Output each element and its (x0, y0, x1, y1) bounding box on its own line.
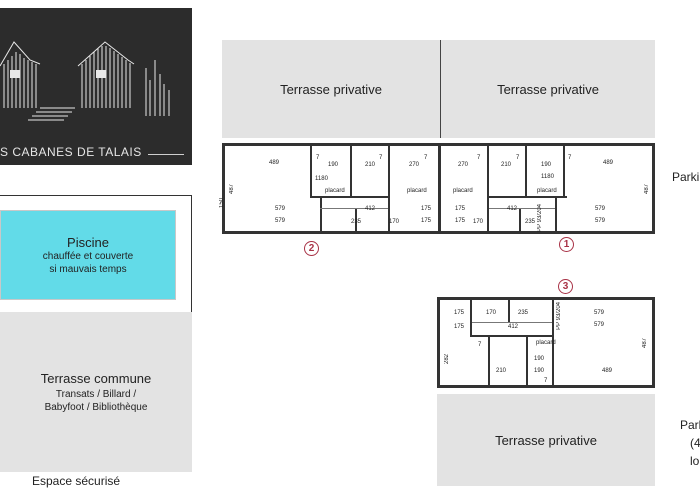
dim-label: 412 (508, 324, 519, 330)
dim-label: 579 (275, 218, 286, 224)
dim-label: 487 (644, 184, 650, 195)
dim-label: 175 (455, 218, 466, 224)
dim-label: 270 (409, 162, 420, 168)
marker-3: 3 (558, 279, 573, 294)
dim-label: 235 (518, 310, 529, 316)
dim-label: 175 (454, 310, 465, 316)
dim-label: 282 (444, 354, 450, 365)
terrace-top-left-label: Terrasse privative (280, 81, 382, 97)
dim-label: 175 (421, 206, 432, 212)
dim-label: 7 (316, 155, 320, 161)
dim-label: 150 (219, 198, 225, 209)
dim-label: 190 (328, 162, 339, 168)
dim-label: placard (407, 188, 427, 194)
dim-label: 170 (389, 219, 400, 225)
dim-label: placard (325, 188, 345, 194)
dim-label: 175 (421, 218, 432, 224)
dim-label: placard (536, 340, 556, 346)
cabins-logo-icon (0, 41, 170, 121)
secure-space-label: Espace sécurisé (32, 474, 121, 488)
pool-line-1: chauffée et couverte (42, 250, 134, 262)
common-terrace-line-1: Transats / Billard / (55, 388, 137, 400)
terrace-divider (440, 40, 441, 138)
dim-label: 7 (478, 342, 482, 348)
dim-label: 579 (275, 206, 286, 212)
dim-label: 7 (544, 378, 548, 384)
dim-label: 579 (594, 310, 605, 316)
logo-title: S CABANES DE TALAIS (0, 145, 142, 159)
dim-label: 7 (568, 155, 572, 161)
common-terrace: Terrasse commune Transats / Billard / Ba… (0, 312, 192, 472)
common-terrace-title: Terrasse commune (40, 370, 152, 386)
marker-2: 2 (304, 241, 319, 256)
dim-label: 7 (477, 155, 481, 161)
parking-label-bottom-1: Parl (680, 418, 700, 432)
dim-label: 487 (229, 184, 235, 195)
dim-label: 7 (516, 155, 520, 161)
dim-label: 412 (365, 206, 376, 212)
pool-line-2: si mauvais temps (49, 263, 127, 275)
dim-label: 579 (595, 206, 606, 212)
terrace-bottom: Terrasse privative (437, 394, 655, 486)
pool: Piscine chauffée et couverte si mauvais … (0, 210, 176, 300)
dim-label: 235 (351, 219, 362, 225)
dim-label: 170 (486, 310, 497, 316)
dim-label: 489 (269, 160, 280, 166)
dim-label: 1180 (315, 176, 328, 182)
terrace-bottom-label: Terrasse privative (495, 432, 597, 448)
dim-label: 235 (525, 219, 536, 225)
dim-label: 7 (379, 155, 383, 161)
dim-label: 175 (454, 324, 465, 330)
dim-label: 175 (455, 206, 466, 212)
dim-label: 270 (458, 162, 469, 168)
dim-label: 489 (603, 160, 614, 166)
dim-label: 190 (541, 162, 552, 168)
dim-label: PP 93/204 (537, 204, 543, 232)
parking-label-top: Parki (672, 170, 700, 184)
dim-label: placard (453, 188, 473, 194)
dim-label: PP 93/204 (556, 302, 562, 330)
dim-label: 170 (473, 219, 484, 225)
parking-label-bottom-3: lo (690, 454, 700, 468)
marker-1: 1 (559, 237, 574, 252)
dim-label: 487 (642, 338, 648, 349)
dim-label: placard (537, 188, 557, 194)
floor-plan-bottom: 175 175 170 235 412 579 579 282 210 190 … (437, 297, 655, 388)
dim-label: 210 (496, 368, 507, 374)
dim-label: 489 (602, 368, 613, 374)
dim-label: 579 (595, 218, 606, 224)
dim-label: 210 (501, 162, 512, 168)
dim-label: 210 (365, 162, 376, 168)
common-terrace-line-2: Babyfoot / Bibliothèque (44, 401, 148, 413)
terrace-top-right-label: Terrasse privative (497, 81, 599, 97)
logo-panel: S CABANES DE TALAIS (0, 8, 192, 165)
dim-label: 190 (534, 356, 545, 362)
logo-divider (148, 154, 184, 155)
dim-label: 190 (534, 368, 545, 374)
dim-label: 579 (594, 322, 605, 328)
dim-label: 7 (424, 155, 428, 161)
terrace-top-right: Terrasse privative (441, 40, 655, 138)
parking-label-bottom-2: (4 (690, 436, 700, 450)
dim-label: 1180 (541, 174, 554, 180)
pool-title: Piscine (67, 234, 109, 250)
floor-plan-top: 489 190 210 270 270 210 190 489 7 7 7 7 … (219, 143, 655, 234)
terrace-top-left: Terrasse privative (222, 40, 440, 138)
dim-label: 412 (507, 206, 518, 212)
